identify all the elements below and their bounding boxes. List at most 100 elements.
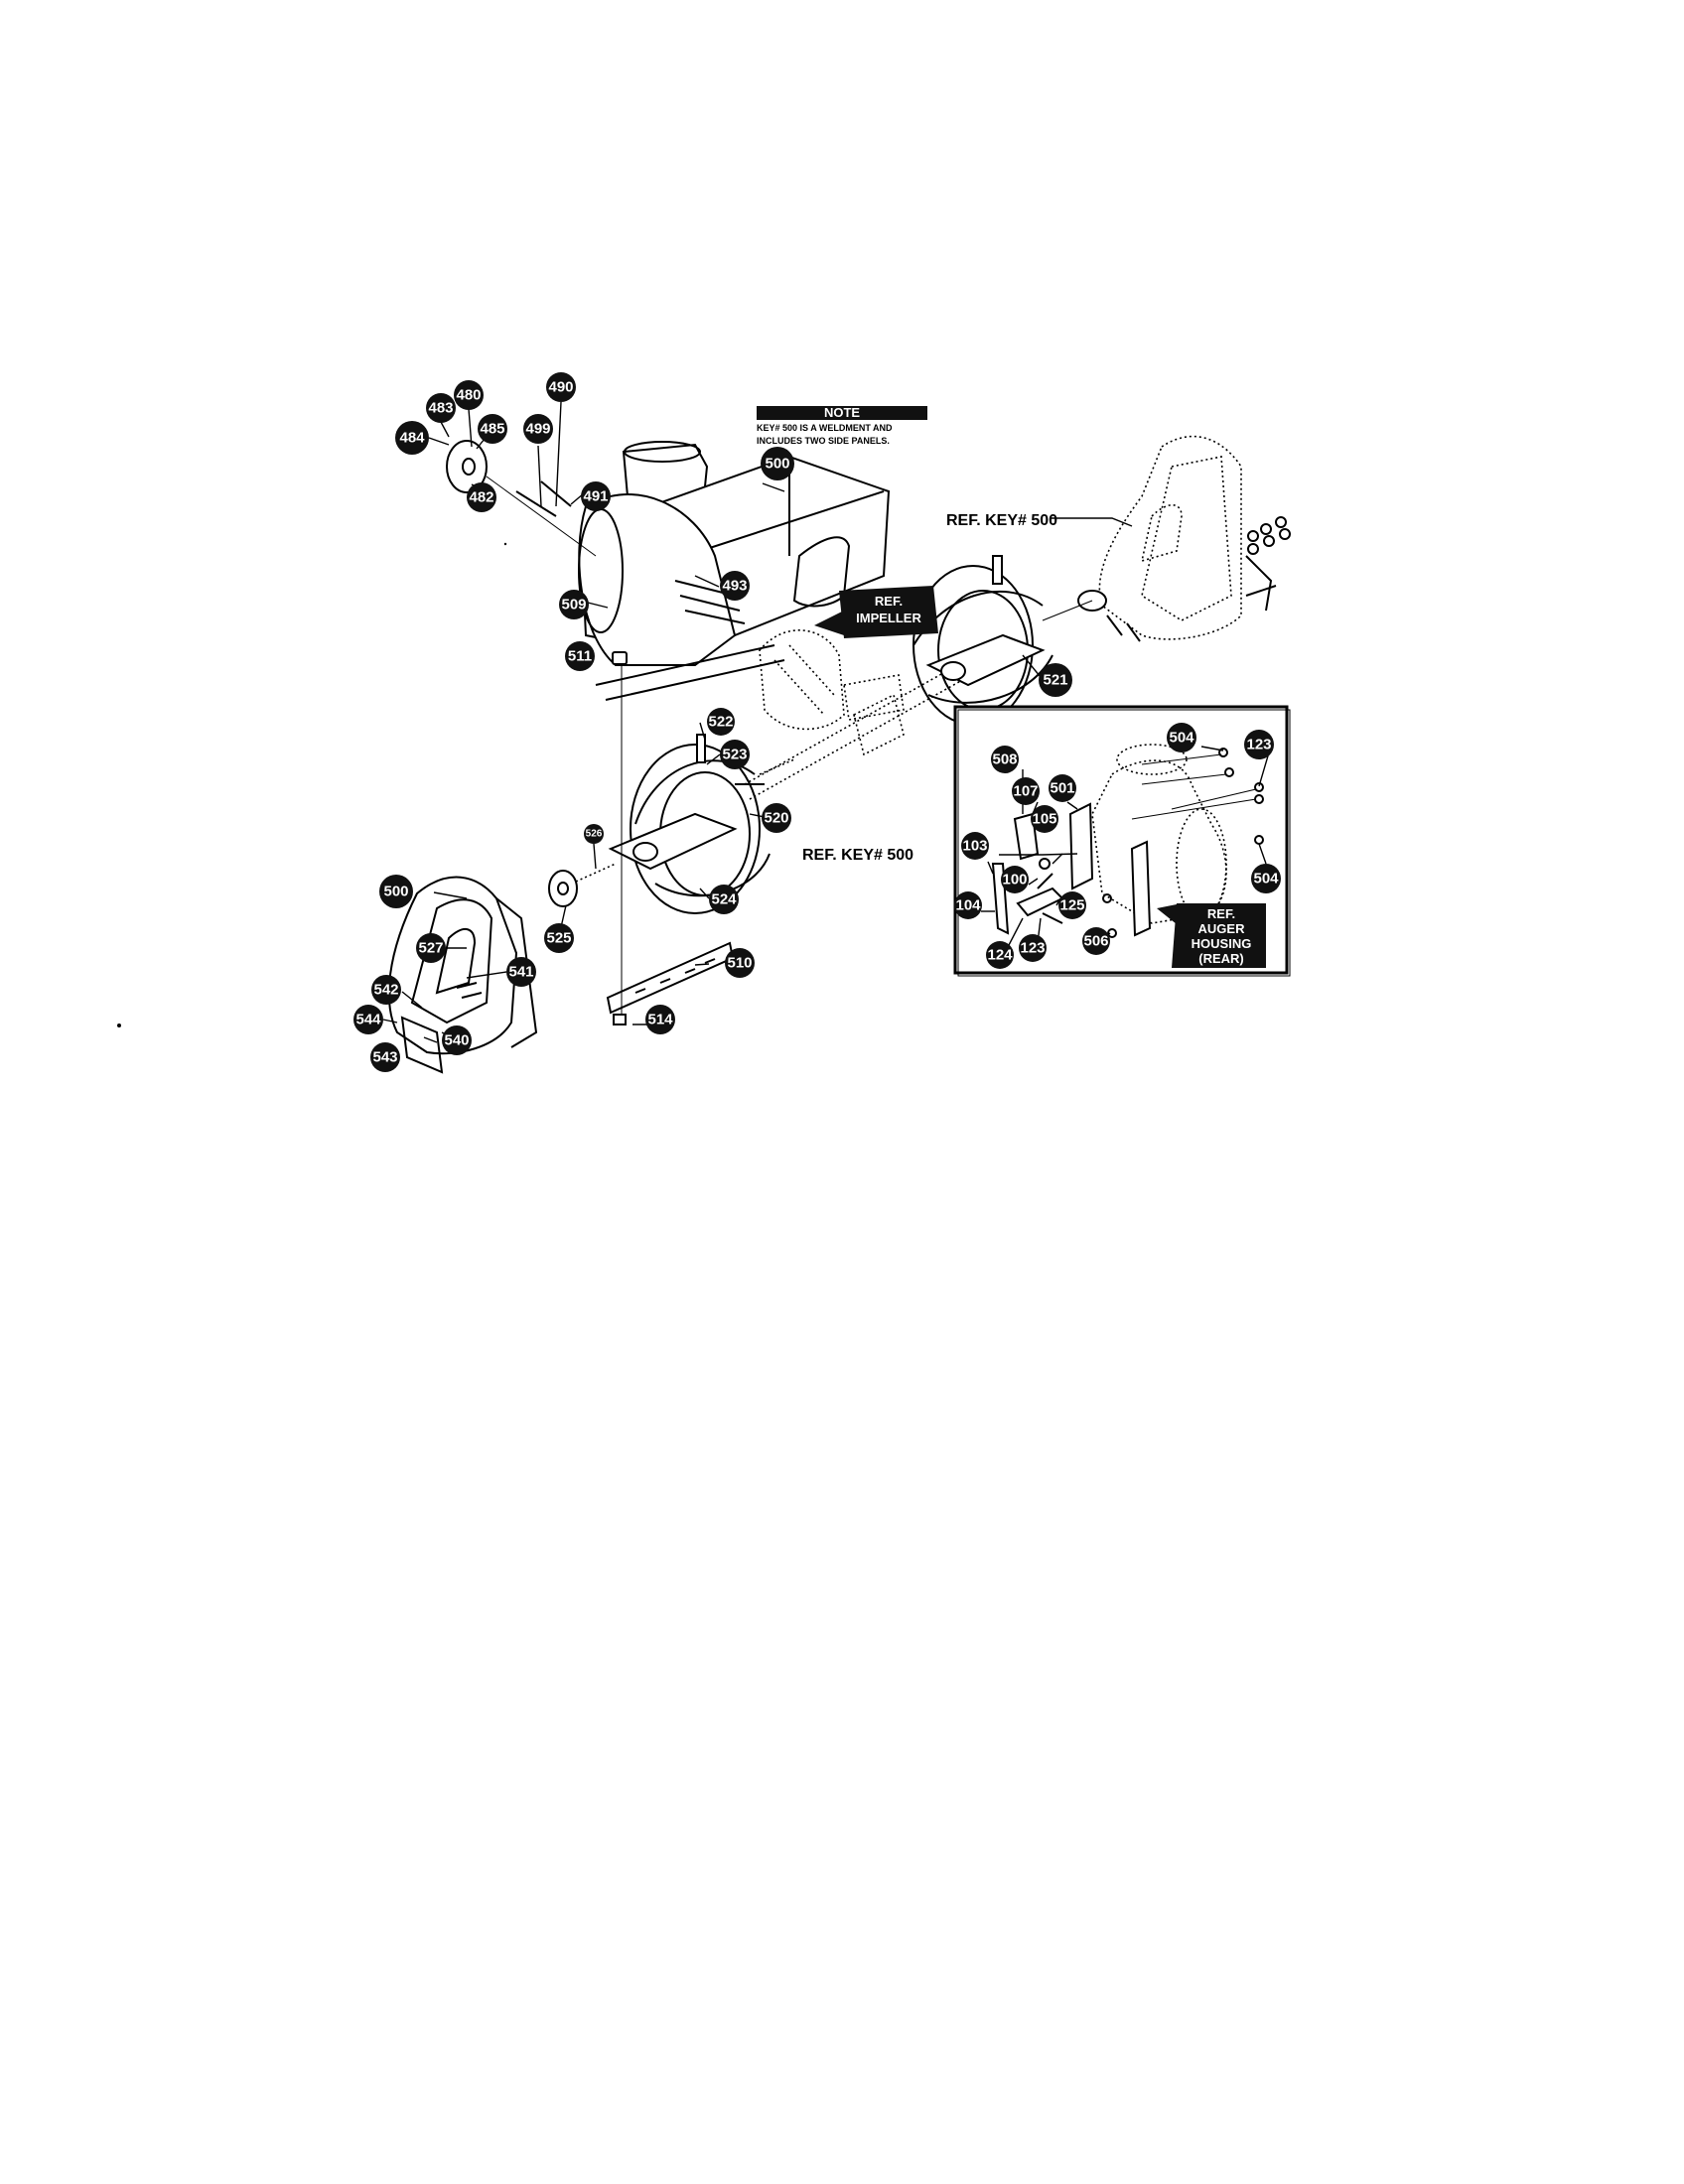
left-auger — [608, 734, 771, 914]
svg-text:500: 500 — [765, 456, 789, 473]
svg-text:123: 123 — [1246, 737, 1271, 753]
svg-text:490: 490 — [548, 379, 573, 396]
callout-525: 525 — [544, 923, 574, 953]
impeller-tag-line-2: IMPELLER — [856, 611, 921, 625]
svg-text:521: 521 — [1043, 672, 1067, 689]
auger-tag-line-2: AUGER — [1198, 921, 1246, 936]
callout-511: 511 — [565, 641, 595, 671]
callout-123-top: 123 — [1244, 730, 1274, 759]
callout-542: 542 — [371, 975, 401, 1005]
callout-490: 490 — [546, 372, 576, 402]
callout-493: 493 — [720, 571, 750, 601]
callout-482: 482 — [467, 482, 496, 512]
bearing-flange — [446, 440, 597, 557]
svg-text:483: 483 — [428, 400, 453, 417]
callout-543: 543 — [370, 1042, 400, 1072]
callout-501: 501 — [1049, 774, 1076, 802]
svg-text:509: 509 — [561, 597, 586, 614]
auger-shaft — [744, 644, 999, 800]
svg-text:485: 485 — [480, 421, 504, 438]
auger-tag-line-4: (REAR) — [1198, 951, 1244, 966]
callout-480: 480 — [454, 380, 484, 410]
svg-text:526: 526 — [586, 829, 603, 840]
svg-text:522: 522 — [708, 714, 733, 731]
auger-tag-line-3: HOUSING — [1192, 936, 1252, 951]
callout-504-top: 504 — [1167, 723, 1196, 752]
svg-text:511: 511 — [568, 648, 592, 665]
ref-key-500-label-inset: REF. KEY# 500 — [802, 847, 913, 864]
svg-text:514: 514 — [647, 1012, 673, 1028]
svg-text:499: 499 — [525, 421, 550, 438]
callout-485: 485 — [478, 414, 507, 444]
note-title: NOTE — [824, 405, 860, 420]
callout-100: 100 — [1001, 866, 1029, 893]
svg-text:125: 125 — [1059, 897, 1084, 914]
leader-lines — [382, 401, 1270, 1043]
callout-540: 540 — [442, 1025, 472, 1055]
note-box: NOTE KEY# 500 IS A WELDMENT AND INCLUDES… — [757, 405, 927, 446]
callout-103: 103 — [961, 832, 989, 860]
callout-491: 491 — [581, 481, 611, 511]
callouts: 484 483 480 485 482 499 490 491 500 493 … — [353, 372, 1281, 1072]
scan-speck — [503, 542, 507, 546]
svg-text:525: 525 — [546, 930, 571, 947]
svg-text:501: 501 — [1050, 780, 1074, 797]
svg-text:123: 123 — [1020, 940, 1045, 957]
svg-text:104: 104 — [955, 897, 981, 914]
svg-text:491: 491 — [583, 488, 608, 505]
svg-text:100: 100 — [1002, 872, 1027, 888]
svg-text:506: 506 — [1083, 933, 1108, 950]
auger-tag-line-1: REF. — [1207, 906, 1235, 921]
callout-483: 483 — [426, 393, 456, 423]
svg-text:484: 484 — [399, 430, 425, 447]
svg-text:103: 103 — [962, 838, 987, 855]
svg-text:543: 543 — [372, 1049, 397, 1066]
scan-speck — [117, 1024, 121, 1027]
callout-526: 526 — [584, 824, 604, 844]
auger-housing-weldment — [578, 441, 891, 701]
callout-124: 124 — [986, 941, 1014, 969]
right-hardware — [1247, 516, 1291, 555]
svg-text:524: 524 — [711, 891, 737, 908]
svg-text:124: 124 — [987, 947, 1013, 964]
svg-text:504: 504 — [1169, 730, 1194, 747]
callout-508: 508 — [991, 746, 1019, 773]
ref-impeller-tag: REF. IMPELLER — [814, 586, 938, 638]
callout-510: 510 — [725, 948, 755, 978]
callout-500-top: 500 — [761, 447, 794, 480]
shave-plate — [606, 941, 735, 1015]
callout-527: 527 — [416, 933, 446, 963]
right-auger — [912, 565, 1053, 726]
note-line-1: KEY# 500 IS A WELDMENT AND — [757, 423, 893, 433]
ref-key-500-label-top: REF. KEY# 500 — [946, 512, 1057, 529]
impeller-tag-line-1: REF. — [875, 594, 903, 609]
impeller-reference — [759, 629, 905, 731]
svg-text:527: 527 — [418, 940, 443, 957]
callout-104: 104 — [954, 891, 982, 919]
callout-520: 520 — [762, 803, 791, 833]
callout-509: 509 — [559, 590, 589, 619]
callout-125: 125 — [1058, 891, 1086, 919]
callout-123-bottom: 123 — [1019, 934, 1047, 962]
svg-text:500: 500 — [383, 884, 408, 900]
callout-484: 484 — [395, 421, 429, 455]
svg-text:105: 105 — [1032, 811, 1056, 828]
callout-524: 524 — [709, 885, 739, 914]
note-line-2: INCLUDES TWO SIDE PANELS. — [757, 436, 890, 446]
callout-522: 522 — [707, 708, 735, 736]
svg-text:540: 540 — [444, 1032, 469, 1049]
svg-text:544: 544 — [355, 1012, 381, 1028]
callout-506: 506 — [1082, 927, 1110, 955]
left-side-panel — [387, 870, 578, 1074]
svg-text:480: 480 — [456, 387, 481, 404]
callout-107: 107 — [1012, 777, 1040, 805]
callout-541: 541 — [506, 957, 536, 987]
svg-text:493: 493 — [722, 578, 747, 595]
callout-504-bottom: 504 — [1251, 864, 1281, 893]
right-side-panel — [992, 435, 1277, 642]
svg-text:542: 542 — [373, 982, 398, 999]
svg-text:504: 504 — [1253, 871, 1279, 887]
callout-500-left: 500 — [379, 875, 413, 908]
svg-text:508: 508 — [992, 751, 1017, 768]
